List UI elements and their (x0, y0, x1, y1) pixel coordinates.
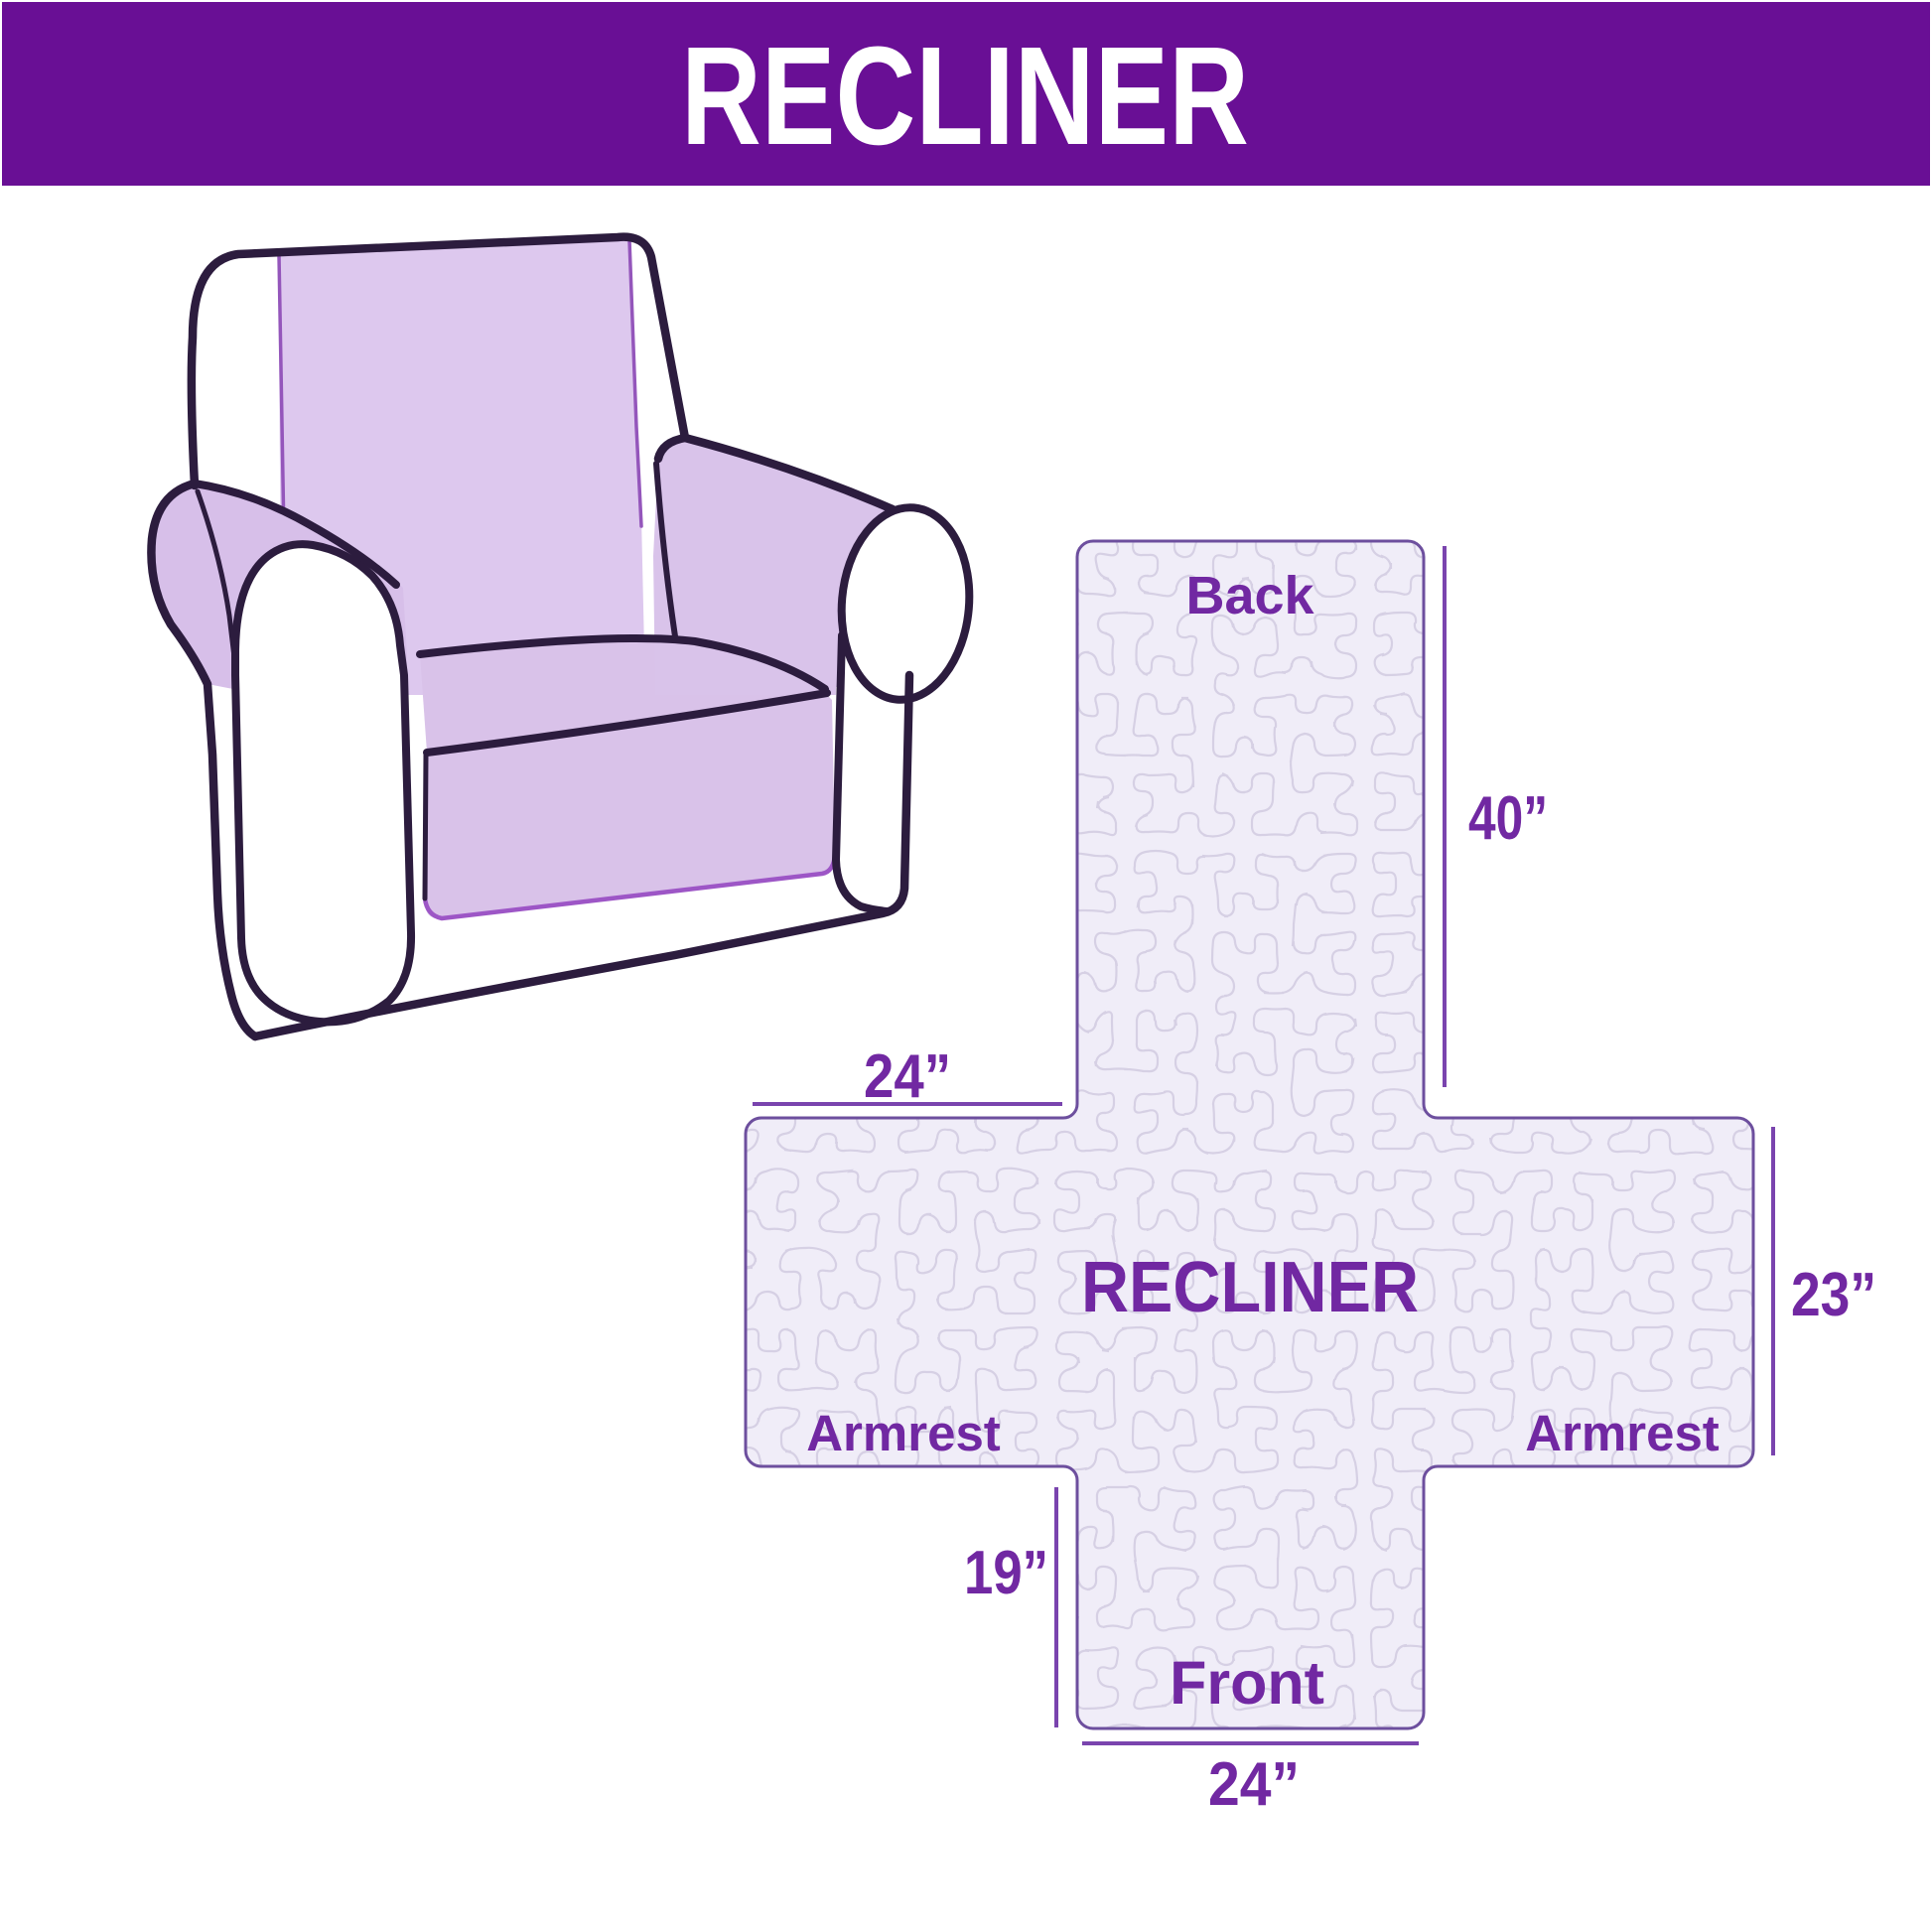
svg-text:40”: 40” (1468, 784, 1548, 853)
svg-text:RECLINER: RECLINER (681, 17, 1249, 174)
svg-text:23”: 23” (1791, 1261, 1876, 1329)
svg-text:24”: 24” (1208, 1750, 1300, 1819)
svg-text:Armrest: Armrest (1525, 1405, 1720, 1461)
svg-text:Armrest: Armrest (806, 1405, 1001, 1461)
svg-text:Back: Back (1185, 566, 1314, 625)
svg-text:24”: 24” (864, 1042, 951, 1111)
svg-text:Front: Front (1170, 1649, 1324, 1717)
svg-text:19”: 19” (964, 1539, 1048, 1607)
svg-text:RECLINER: RECLINER (1081, 1248, 1419, 1327)
